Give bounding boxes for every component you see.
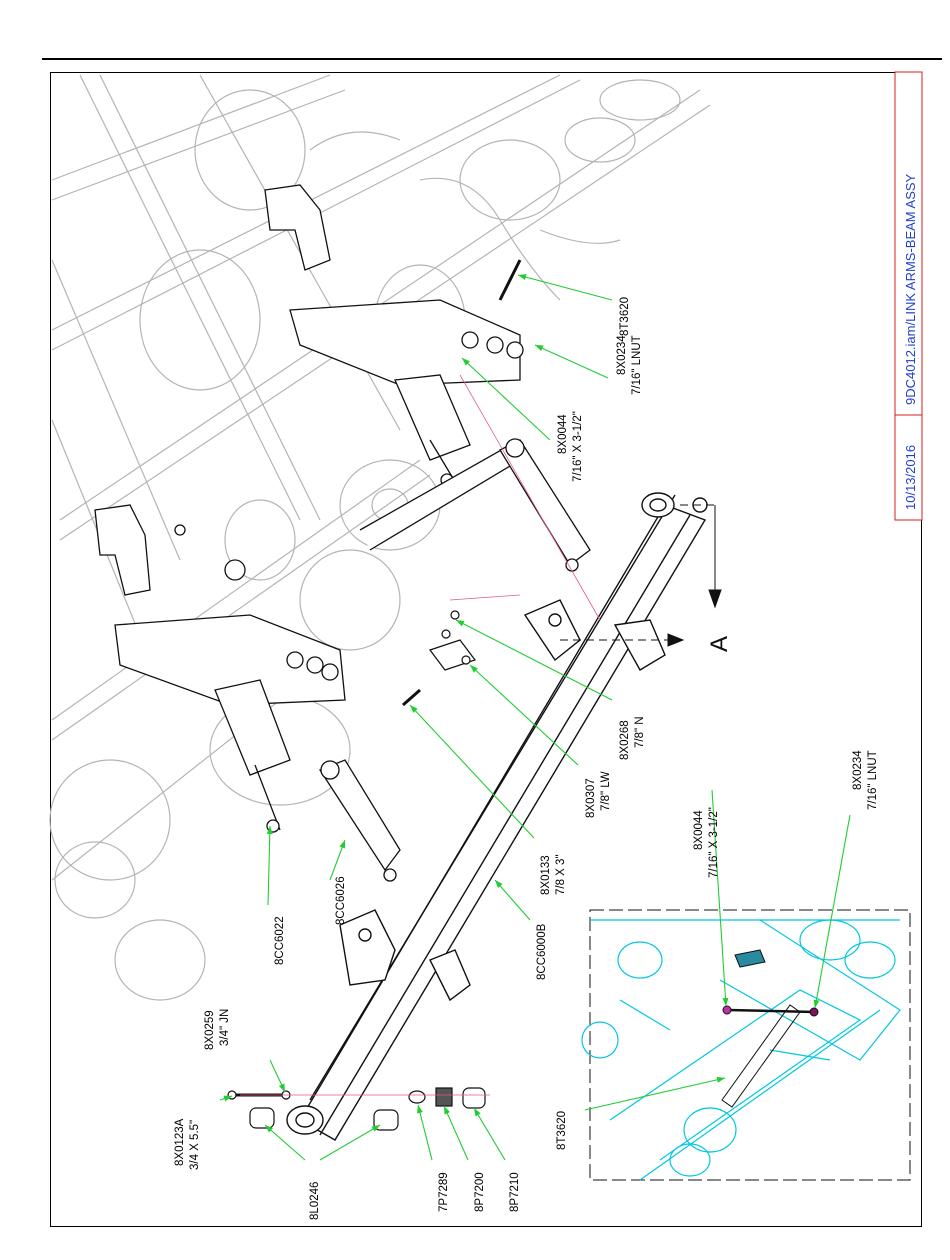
part-number: 8X0268 <box>619 720 631 760</box>
part-callout-7P7289: 7P7289 <box>438 1172 450 1212</box>
leader-8X0259-arrowhead <box>279 1083 285 1092</box>
part-description: 7/16" LNUT <box>867 750 879 810</box>
part-callout-8X0044-detail: 8X0044 7/16" X 3-1/2" <box>693 807 720 878</box>
leader-8P7210-arrowhead <box>474 1108 481 1116</box>
leader-8CC6022 <box>268 826 270 905</box>
part-callout-8X0133: 8X0133 7/8 X 3" <box>540 854 567 895</box>
part-number: 8X0133 <box>540 855 552 895</box>
part-number: 8L0246 <box>309 1182 321 1220</box>
part-description: 7/8" N <box>634 716 646 748</box>
part-callout-8X0234-detail: 8X0234 7/16" LNUT <box>852 750 879 810</box>
part-callout-8X0123A: 8X0123A 3/4 X 5.5" <box>174 1118 201 1170</box>
part-callout-8CC6026: 8CC6026 <box>335 876 347 925</box>
part-number: 8X0234 <box>616 335 628 375</box>
part-callout-8X0259: 8X0259 3/4" JN <box>204 1009 231 1050</box>
section-a-label: A <box>706 636 733 652</box>
leader-7P7289 <box>418 1105 432 1160</box>
part-description: 3/4" JN <box>219 1009 231 1046</box>
drawing-date: 10/13/2016 <box>903 445 918 510</box>
part-number: 8X0234 <box>852 750 864 790</box>
part-number: 8CC6022 <box>274 916 286 965</box>
part-number: 8X0259 <box>204 1010 216 1050</box>
part-description: 3/4 X 5.5" <box>189 1120 201 1170</box>
part-number: 8CC6026 <box>335 876 347 925</box>
leader-8P7200-arrowhead <box>444 1106 450 1115</box>
part-callout-8CC6022: 8CC6022 <box>274 916 286 965</box>
part-callout-8P7210: 8P7210 <box>509 1172 521 1212</box>
leader-8P7210 <box>474 1108 505 1160</box>
leader-8CC6026-arrowhead <box>339 840 345 849</box>
leader-8T3620-top <box>518 275 612 300</box>
leader-8X0268-arrowhead <box>456 620 464 626</box>
part-number: 8P7210 <box>509 1172 521 1212</box>
part-description: 7/8 X 3" <box>555 854 567 895</box>
detail-view-a <box>582 910 910 1180</box>
part-number: 8CC6000B <box>536 923 548 980</box>
leader-8P7200 <box>444 1106 468 1160</box>
part-number: 8X0123A <box>174 1118 186 1166</box>
leader-7P7289-arrowhead <box>417 1105 423 1113</box>
leader-8T3620-top-arrowhead <box>518 274 527 280</box>
title-block: 9DC4012.iam/LINK ARMS-BEAM ASSY 10/13/20… <box>895 72 922 520</box>
part-description: 7/16" X 3-1/2" <box>572 411 584 482</box>
part-number: 8X0044 <box>693 810 705 850</box>
part-callout-8CC6000B: 8CC6000B <box>536 923 548 980</box>
part-callout-8X0307: 8X0307 7/8" LW <box>585 771 612 818</box>
drawing-filename: 9DC4012.iam/LINK ARMS-BEAM ASSY <box>903 173 918 405</box>
part-description: 7/16" X 3-1/2" <box>708 807 720 878</box>
part-description: 7/8" LW <box>600 771 612 811</box>
part-callout-8X0044-top: 8X0044 7/16" X 3-1/2" <box>557 411 584 482</box>
upper-link-arm-left <box>95 505 345 832</box>
part-callout-8P7200: 8P7200 <box>474 1172 486 1212</box>
part-number: 7P7289 <box>438 1172 450 1212</box>
part-number: 8X0044 <box>557 414 569 454</box>
part-number: 8T3620 <box>619 297 631 336</box>
part-callout-8X0234-top: 8X0234 7/16" LNUT <box>616 335 643 395</box>
part-callout-8L0246: 8L0246 <box>309 1182 321 1220</box>
link-bracket-hardware <box>403 611 475 705</box>
part-callout-8T3620-detail: 8T3620 <box>556 1111 568 1150</box>
leader-8X0234-top <box>535 345 608 378</box>
leader-8X0234-top-arrowhead <box>535 345 544 351</box>
upper-link-arm-right <box>265 185 523 490</box>
part-description: 7/16" LNUT <box>631 335 643 395</box>
part-number: 8T3620 <box>556 1111 568 1150</box>
part-number: 8P7200 <box>474 1172 486 1212</box>
part-callout-8X0268: 8X0268 7/8" N <box>619 716 646 760</box>
part-callout-8T3620-top: 8T3620 <box>619 297 631 336</box>
part-number: 8X0307 <box>585 778 597 818</box>
